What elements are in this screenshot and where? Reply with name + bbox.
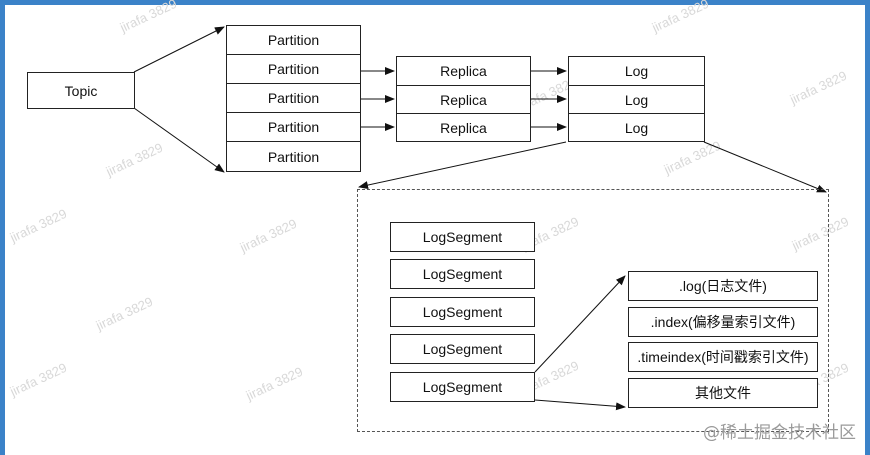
watermark-text: jirafa 3829 xyxy=(243,363,306,404)
log-segment-node: LogSegment xyxy=(390,297,535,327)
log-label: Log xyxy=(624,119,649,136)
brand-watermark: @稀土掘金技术社区 xyxy=(703,423,856,443)
log-segment-label: LogSegment xyxy=(422,304,503,320)
watermark-text: jirafa 3829 xyxy=(661,137,724,178)
file-label: .index(偏移量索引文件) xyxy=(650,314,796,330)
partition-label: Partition xyxy=(267,90,320,106)
log-segment-node: LogSegment xyxy=(390,222,535,252)
log-segment-label: LogSegment xyxy=(422,379,503,395)
replica-node: Replica xyxy=(396,113,531,142)
window-frame-top xyxy=(0,0,870,5)
watermark-text: jirafa 3829 xyxy=(7,205,70,246)
watermark-text: jirafa 3829 xyxy=(93,293,156,334)
arrow-topic-to-partition-1 xyxy=(133,26,225,73)
partition-label: Partition xyxy=(267,148,320,165)
log-segment-node: LogSegment xyxy=(390,372,535,402)
window-frame-right xyxy=(865,0,870,455)
replica-label: Replica xyxy=(440,91,487,108)
arrow-log-to-segments-left xyxy=(358,141,567,189)
partition-label: Partition xyxy=(267,32,320,48)
topic-node: Topic xyxy=(27,72,135,109)
file-label: .log(日志文件) xyxy=(679,278,767,294)
partition-node: Partition xyxy=(226,25,361,55)
log-node: Log xyxy=(568,85,705,114)
watermark-text: jirafa 3829 xyxy=(787,67,850,108)
arrow-topic-to-partition-5 xyxy=(133,107,225,173)
replica-label: Replica xyxy=(440,119,487,136)
watermark-text: jirafa 3829 xyxy=(103,139,166,180)
replica-label: Replica xyxy=(440,63,487,79)
log-node: Log xyxy=(568,56,705,86)
window-frame-left xyxy=(0,0,5,455)
file-node: 其他文件 xyxy=(628,378,818,408)
log-segment-label: LogSegment xyxy=(422,266,503,282)
watermark-text: jirafa 3829 xyxy=(237,215,300,256)
partition-node: Partition xyxy=(226,83,361,113)
file-node: .timeindex(时间戳索引文件) xyxy=(628,342,818,372)
log-label: Log xyxy=(624,63,649,79)
partition-node: Partition xyxy=(226,54,361,84)
file-node: .log(日志文件) xyxy=(628,271,818,301)
topic-label: Topic xyxy=(64,82,98,99)
watermark-text: jirafa 3829 xyxy=(117,0,180,36)
log-segment-label: LogSegment xyxy=(422,341,503,357)
log-detail-container xyxy=(357,189,829,432)
log-segment-node: LogSegment xyxy=(390,334,535,364)
watermark-text: jirafa 3829 xyxy=(7,359,70,400)
file-label: .timeindex(时间戳索引文件) xyxy=(637,349,809,365)
log-node: Log xyxy=(568,113,705,142)
file-node: .index(偏移量索引文件) xyxy=(628,307,818,337)
file-label: 其他文件 xyxy=(695,385,751,401)
log-segment-label: LogSegment xyxy=(422,229,503,245)
partition-node: Partition xyxy=(226,112,361,142)
watermark-text: jirafa 3829 xyxy=(649,0,712,36)
replica-node: Replica xyxy=(396,56,531,86)
log-label: Log xyxy=(624,91,649,108)
partition-node: Partition xyxy=(226,141,361,172)
partition-label: Partition xyxy=(267,61,320,77)
partition-label: Partition xyxy=(267,119,320,135)
log-segment-node: LogSegment xyxy=(390,259,535,289)
replica-node: Replica xyxy=(396,85,531,114)
